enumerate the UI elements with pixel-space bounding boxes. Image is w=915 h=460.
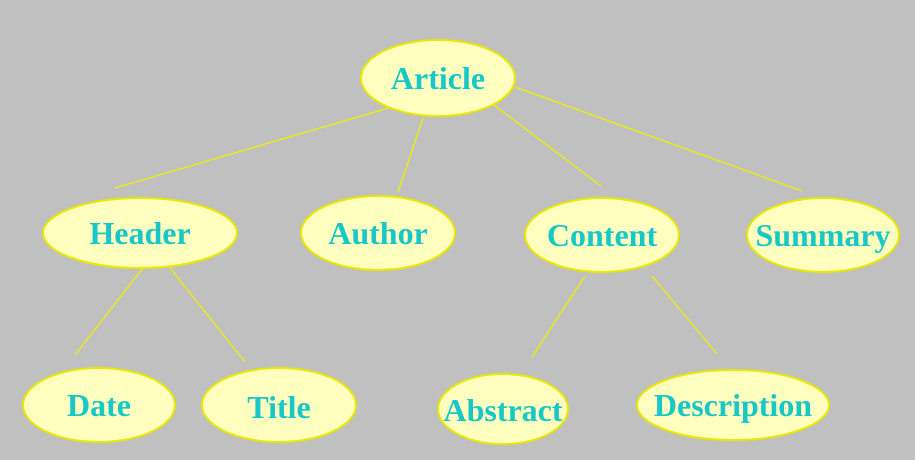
node-summary-shape	[746, 197, 900, 273]
node-date-label: Date	[67, 387, 131, 423]
node-date-shape	[22, 367, 176, 443]
node-summary-label: Summary	[755, 217, 890, 253]
node-abstract-shape	[437, 373, 569, 445]
node-abstract-label: Abstract	[443, 392, 562, 428]
node-author-label: Author	[328, 215, 428, 251]
edges	[74, 86, 803, 363]
edge-content-description	[651, 275, 718, 355]
edge-article-content	[489, 101, 602, 187]
node-header: Header	[42, 197, 238, 269]
node-article-label: Article	[391, 60, 485, 96]
node-description-shape	[636, 369, 830, 441]
edge-article-summary	[514, 86, 803, 192]
edge-header-date	[74, 267, 144, 356]
node-article-shape	[360, 39, 516, 117]
node-description-label: Description	[654, 387, 812, 423]
node-description: Description	[636, 369, 830, 441]
node-content-shape	[524, 197, 680, 273]
node-title-shape	[201, 367, 357, 443]
node-abstract: Abstract	[437, 373, 569, 445]
edge-header-title	[169, 267, 246, 363]
edge-content-abstract	[531, 275, 586, 358]
node-date: Date	[22, 367, 176, 443]
node-summary: Summary	[746, 197, 900, 273]
node-content-label: Content	[547, 217, 658, 253]
node-title: Title	[201, 367, 357, 443]
node-article: Article	[360, 39, 516, 117]
edge-article-author	[397, 117, 424, 193]
node-header-shape	[42, 197, 238, 269]
node-title-label: Title	[247, 389, 310, 425]
edge-article-header	[114, 106, 393, 189]
node-author: Author	[300, 195, 456, 271]
node-author-shape	[300, 195, 456, 271]
node-content: Content	[524, 197, 680, 273]
node-header-label: Header	[89, 215, 190, 251]
